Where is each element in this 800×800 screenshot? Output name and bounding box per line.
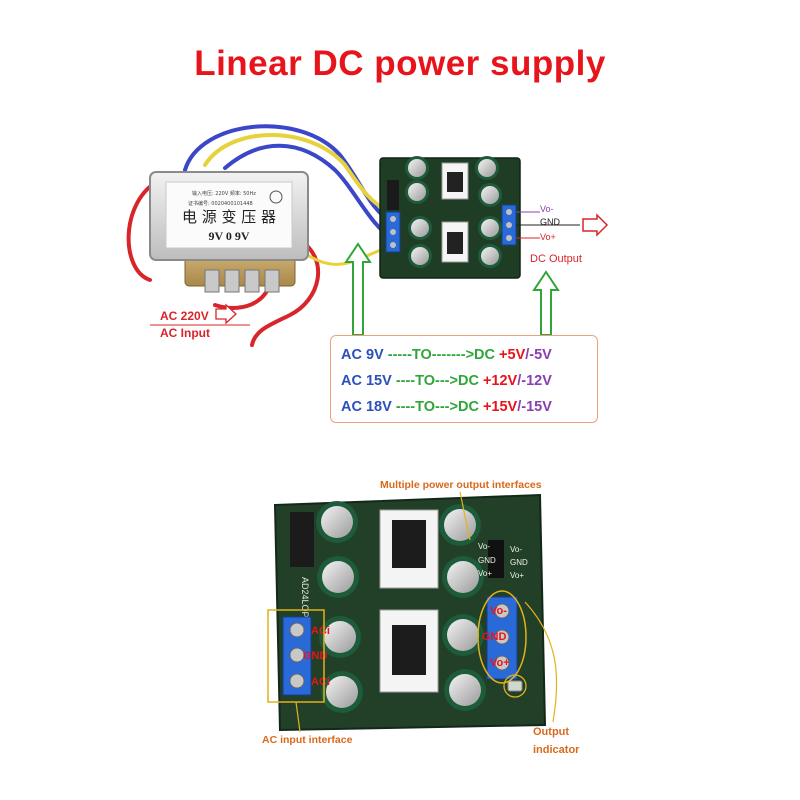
- top-pcb: [379, 156, 521, 279]
- small-pin-right-vo-minus: Vo-: [510, 545, 522, 554]
- conversion-separator: /: [525, 347, 530, 363]
- conversion-dc: DC: [474, 347, 495, 363]
- terminal-gnd-right: GND: [482, 631, 507, 643]
- small-pin-right-vo-plus: Vo+: [510, 571, 524, 580]
- dc-output-label: DC Output: [530, 253, 582, 265]
- multi-output-label: Multiple power output interfaces: [380, 479, 542, 491]
- transformer-label-line2: 证书编号: 0020400101448: [188, 200, 253, 207]
- terminal-aci-bottom: ACi: [311, 676, 330, 688]
- page-title: Linear DC power supply: [194, 44, 606, 83]
- ac-input-arrow-icon: [215, 303, 237, 325]
- output-highlight-ellipse: [477, 590, 527, 684]
- top-pin-vo-minus: Vo-: [540, 204, 554, 214]
- conversion-dc: DC: [457, 373, 479, 389]
- conversion-arrow: ----TO--->: [395, 373, 458, 389]
- green-arrow-left-icon: [344, 242, 372, 336]
- green-arrow-right-icon: [532, 270, 560, 336]
- conversion-positive: +12V: [482, 373, 518, 389]
- conversion-row: AC 9V -----TO------->DC +5V/-5V: [341, 342, 597, 368]
- conversion-ac: AC 18V: [341, 399, 392, 415]
- conversion-ac: AC 9V: [341, 347, 384, 363]
- top-pin-vo-plus: Vo+: [540, 232, 556, 242]
- ac-input-label: AC Input: [160, 326, 210, 340]
- conversion-ac: AC 15V: [341, 373, 392, 389]
- terminal-aci-top: ACi: [311, 625, 330, 637]
- top-output-pins: Vo- GND Vo+ DC Output: [516, 204, 609, 265]
- small-pin-vo-minus: Vo-: [478, 542, 490, 551]
- ac-input-voltage: AC 220V: [160, 309, 209, 323]
- conversion-negative: -5V: [529, 347, 552, 363]
- bottom-regulators: [379, 509, 439, 693]
- small-pin-right-gnd: GND: [510, 558, 528, 567]
- conversion-separator: /: [517, 373, 522, 389]
- conversion-negative: -15V: [521, 399, 552, 415]
- ac-input-annotation: AC 220V AC Input: [150, 303, 250, 340]
- output-led: [507, 680, 523, 692]
- transformer-name: 电 源 变 压 器: [182, 208, 276, 226]
- small-pin-vo-plus: Vo+: [478, 569, 492, 578]
- conversion-positive: +5V: [499, 347, 526, 363]
- conversion-dc: DC: [457, 399, 479, 415]
- dc-output-arrow-icon: [582, 213, 609, 237]
- transformer-label-line1: 输入电压: 220V 频率: 50Hz: [192, 190, 256, 197]
- bottom-annotations: Multiple power output interfaces AC inpu…: [262, 479, 580, 756]
- top-pin-gnd: GND: [540, 217, 561, 227]
- top-regulators: [441, 162, 469, 263]
- top-capacitors: [405, 156, 502, 268]
- conversion-table: AC 9V -----TO------->DC +5V/-5V AC 15V -…: [330, 335, 598, 423]
- small-pin-header: [488, 540, 504, 578]
- transformer: 输入电压: 220V 频率: 50Hz 证书编号: 0020400101448 …: [149, 171, 309, 293]
- ac-input-interface-label: AC input interface: [262, 734, 353, 746]
- terminal-vo-plus: Vo+: [490, 657, 510, 669]
- conversion-negative: -12V: [521, 373, 552, 389]
- certification-icon: [269, 190, 283, 204]
- conversion-row: AC 18V ----TO--->DC +15V/-15V: [341, 394, 597, 420]
- bottom-capacitors: [316, 501, 486, 713]
- conversion-arrow: -----TO------->: [387, 347, 475, 363]
- conversion-separator: /: [517, 399, 522, 415]
- conversion-positive: +15V: [482, 399, 518, 415]
- bottom-pcb: AD24LOPA Vo- GND Vo+ Vo- GND Vo+: [273, 493, 547, 732]
- output-indicator-line1: Output: [533, 726, 569, 738]
- small-pin-gnd: GND: [478, 556, 496, 565]
- led-highlight-circle: [503, 674, 527, 698]
- green-arrows: [344, 242, 560, 336]
- conversion-row: AC 15V ----TO--->DC +12V/-12V: [341, 368, 597, 394]
- terminal-gnd-left: GND: [303, 650, 328, 662]
- terminal-vo-minus: Vo-: [490, 605, 507, 617]
- transformer-taps: 9V 0 9V: [208, 229, 249, 243]
- output-indicator-line2: indicator: [533, 744, 580, 756]
- conversion-arrow: ----TO--->: [395, 399, 458, 415]
- board-model-label: AD24LOPA: [300, 577, 310, 623]
